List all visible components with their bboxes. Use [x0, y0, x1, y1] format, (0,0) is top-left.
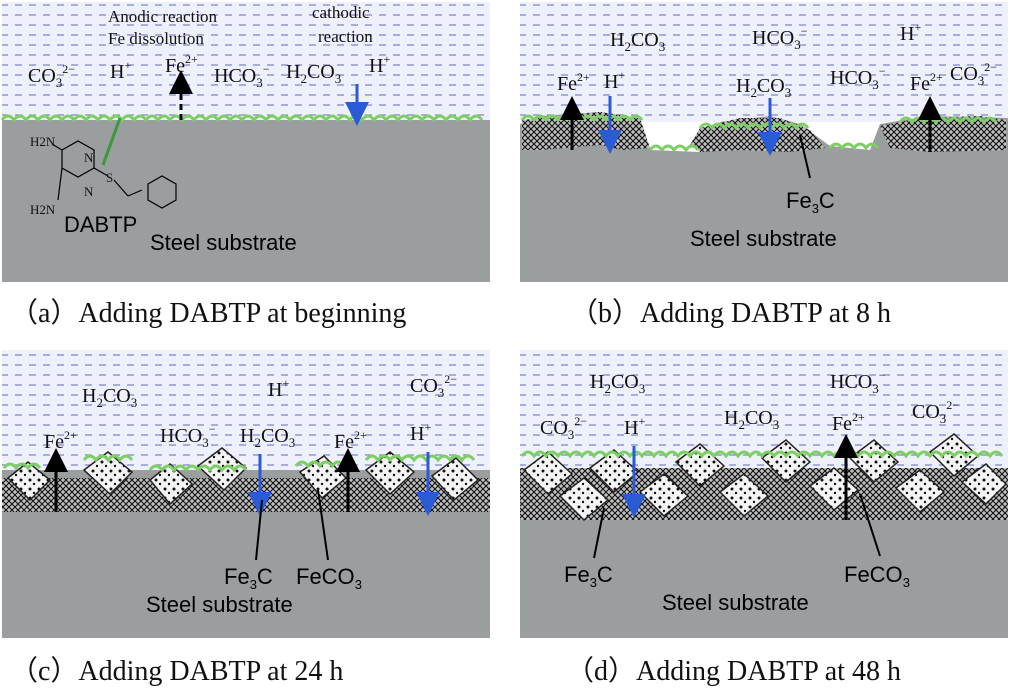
caption-c: （c）Adding DABTP at 24 h [10, 655, 343, 687]
substrate-label-a: Steel substrate [150, 230, 297, 255]
nh2-top: H2N [30, 134, 56, 149]
ion-h2co3-c1: H2CO3 [82, 385, 137, 410]
fe3c-pointer-c [255, 499, 263, 561]
feco3-label-d: FeCO3 [844, 562, 910, 590]
anodic-label-2: Fe dissolution [108, 29, 204, 48]
ion-h2co3-c2: H2CO3 [240, 425, 295, 450]
atom-n2: N [84, 184, 94, 199]
inhibitor-layer-d [520, 450, 1004, 459]
solution-d [520, 350, 1008, 468]
substrate-label-d: Steel substrate [662, 590, 809, 615]
panel-c: H2CO3 H+ CO32− Fe2+ HCO3− H2CO3 Fe2+ H+ … [2, 350, 490, 687]
panel-d: H2CO3 HCO3− CO32− H+ H2CO3 Fe2+ CO32− Fe… [520, 350, 1008, 687]
atom-s: S [106, 170, 113, 185]
caption-a: （a）Adding DABTP at beginning [10, 297, 406, 329]
steel-b [520, 112, 1008, 282]
cathodic-label-1: cathodic [312, 3, 370, 22]
substrate-label-b: Steel substrate [690, 226, 837, 251]
solution-b [520, 2, 1008, 122]
fe3c-label-d: Fe3C [564, 562, 613, 590]
fe3c-pointer-d [593, 507, 605, 559]
cathodic-label-2: reaction [318, 27, 373, 46]
anodic-label-1: Anodic reaction [108, 7, 218, 26]
feco3-pointer-d [859, 493, 881, 557]
ion-h2co3-b1: H2CO3 [610, 29, 665, 54]
ion-h2co3-d1: H2CO3 [590, 371, 645, 396]
dabtp-molecule [51, 117, 177, 209]
fe3c-label-c: Fe3C [224, 564, 273, 592]
inhibitor-layer-b [520, 114, 998, 153]
atom-n1: N [84, 150, 94, 165]
inhibitor-layer-a [0, 114, 484, 123]
caption-d: （d）Adding DABTP at 48 h [566, 655, 901, 687]
panel-a: CO32− H+ Fe2+ HCO3− H2CO3 H+ Anodic reac… [0, 2, 490, 329]
feco3-label-c: FeCO3 [296, 564, 362, 592]
solution-c [2, 350, 490, 470]
caption-b: （b）Adding DABTP at 8 h [570, 297, 891, 329]
fe3c-pointer-b [799, 134, 811, 179]
ion-h2co3-d2: H2CO3 [724, 407, 779, 432]
molecule-label: DABTP [64, 212, 137, 237]
ion-h2co3-a: H2CO3 [286, 61, 341, 86]
fe3c-label-b: Fe3C [786, 188, 835, 216]
panel-b: H2CO3 HCO3− H+ Fe2+ H+ H2CO3 HCO3− Fe2+ … [520, 2, 1008, 329]
substrate-label-c: Steel substrate [146, 592, 293, 617]
ion-h2co3-b2: H2CO3 [736, 75, 791, 100]
feco3-pointer-c [317, 489, 329, 561]
steel-a [2, 120, 490, 282]
inhibitor-layer-c [2, 454, 476, 473]
fe3c-layer-c [2, 478, 490, 512]
solution-a [2, 2, 490, 120]
nh2-bottom: H2N [30, 202, 56, 217]
